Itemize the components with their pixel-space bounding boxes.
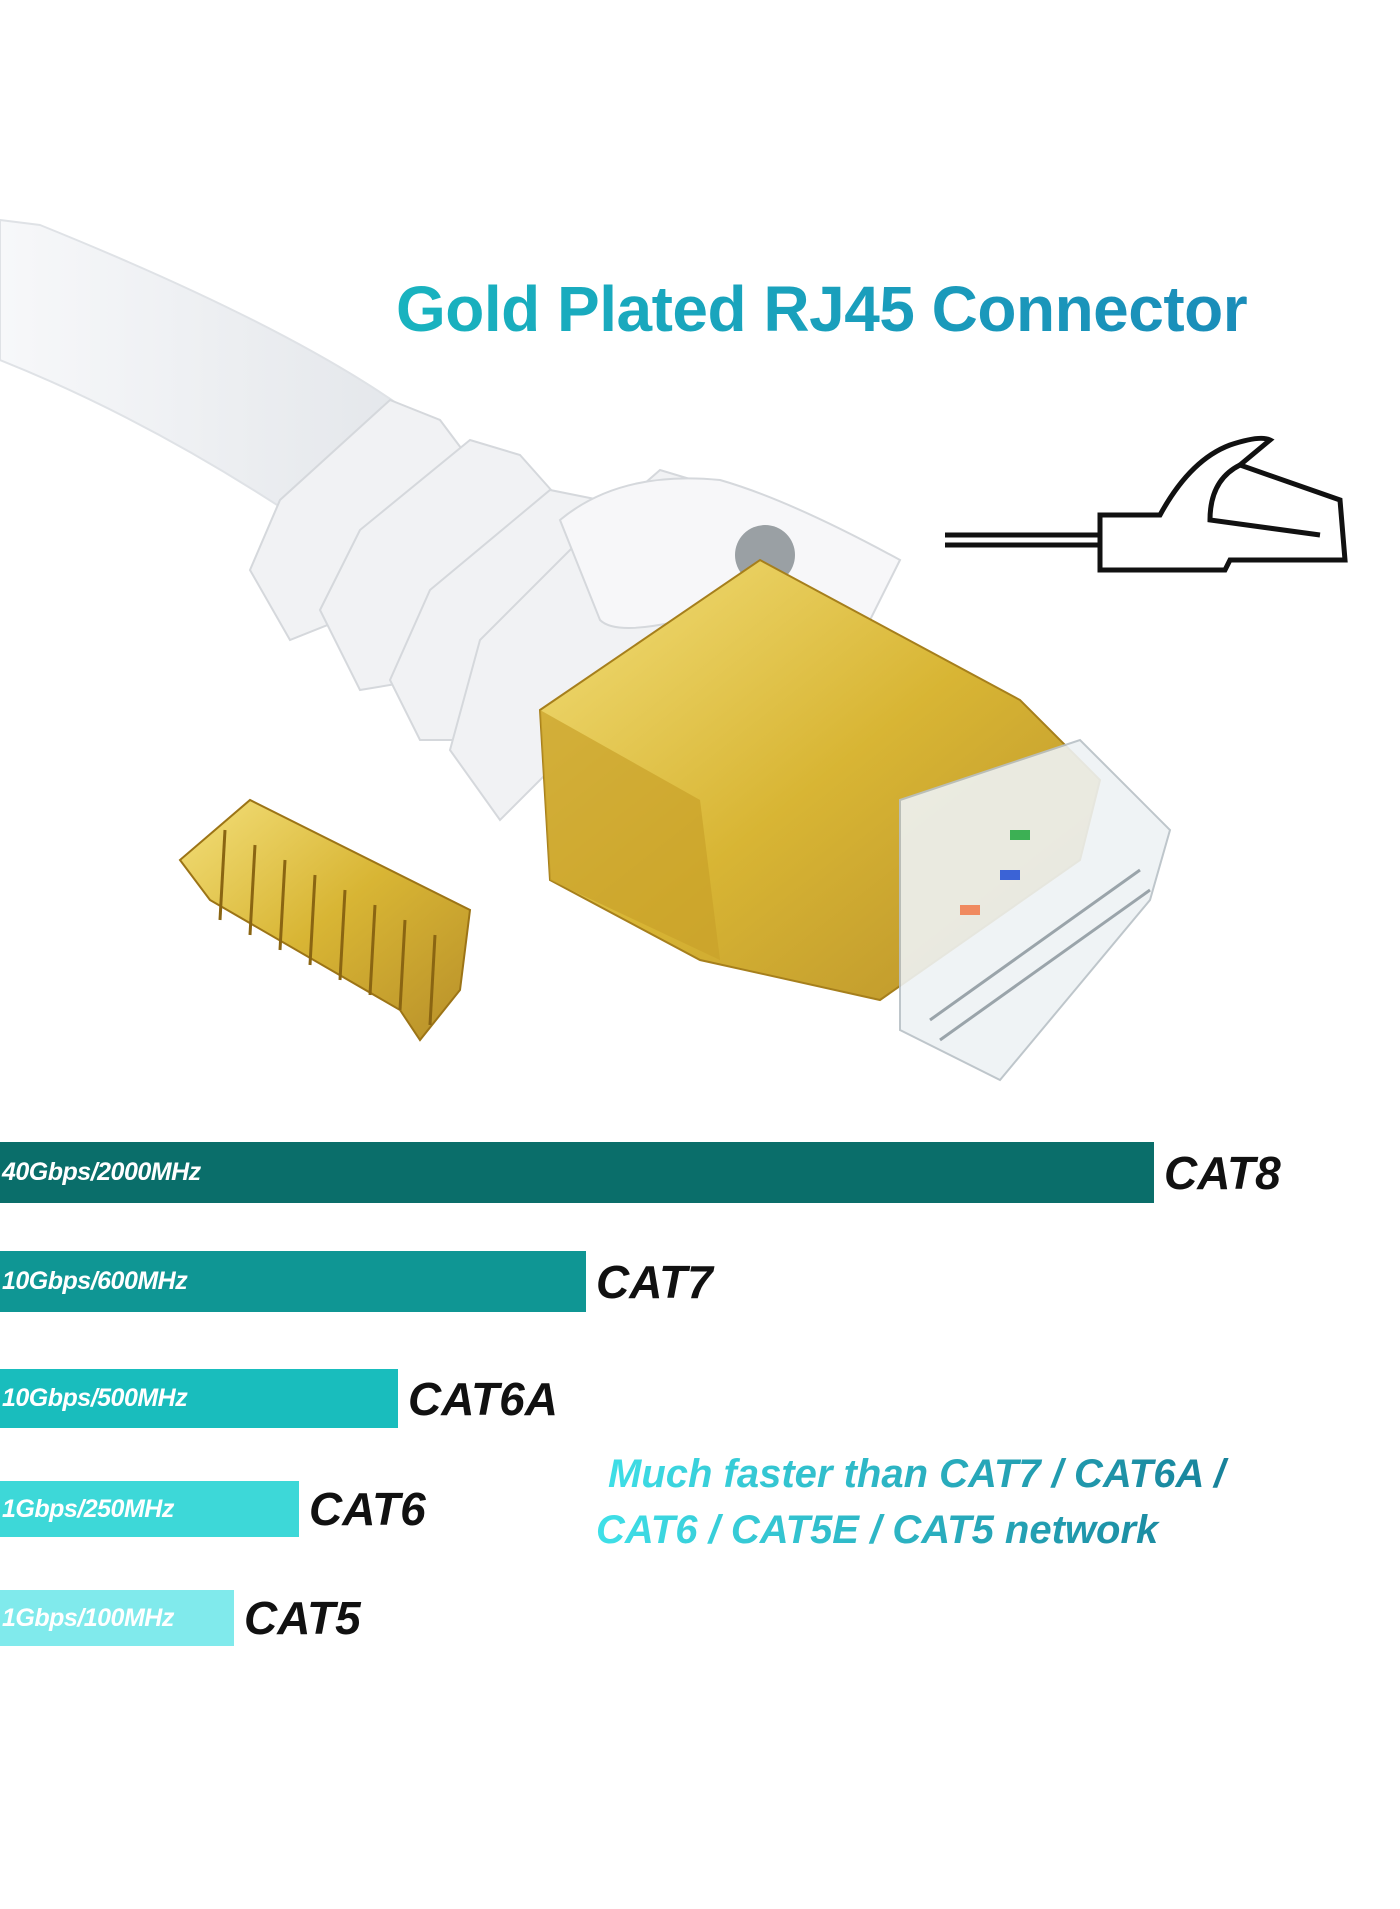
rj45-plug-outline-icon (945, 435, 1348, 573)
bar-category: CAT5 (244, 1592, 361, 1644)
bar-cat6: 1Gbps/250MHz (0, 1481, 299, 1537)
bar-cat6a: 10Gbps/500MHz (0, 1369, 398, 1428)
slogan-line-2: CAT6 / CAT5E / CAT5 network (596, 1508, 1159, 1552)
clear-plug-tip (899, 738, 1172, 1082)
bar-cat8: 40Gbps/2000MHz (0, 1142, 1154, 1203)
bar-cat7: 10Gbps/600MHz (0, 1251, 586, 1312)
bar-row-cat8: 40Gbps/2000MHz CAT8 (0, 1142, 1281, 1203)
bar-row-cat6: 1Gbps/250MHz CAT6 (0, 1481, 426, 1537)
bar-spec: 1Gbps/100MHz (2, 1603, 174, 1632)
bar-spec: 10Gbps/600MHz (2, 1267, 188, 1295)
bar-category: CAT6A (408, 1372, 558, 1425)
gold-contact-strip (178, 798, 472, 1042)
bar-spec: 10Gbps/500MHz (2, 1384, 188, 1412)
speed-slogan: Much faster than CAT7 / CAT6A / CAT6 / C… (596, 1446, 1356, 1558)
connector-boot (248, 398, 902, 822)
bar-category: CAT7 (596, 1255, 713, 1308)
bar-spec: 1Gbps/250MHz (2, 1494, 174, 1523)
bar-row-cat7: 10Gbps/600MHz CAT7 (0, 1251, 713, 1312)
headline: Gold Plated RJ45 Connector (396, 272, 1396, 346)
bar-cat5: 1Gbps/100MHz (0, 1590, 234, 1646)
cable-illustration (0, 218, 1348, 1082)
bar-row-cat5: 1Gbps/100MHz CAT5 (0, 1590, 361, 1646)
bar-spec: 40Gbps/2000MHz (2, 1158, 201, 1186)
slogan-line-1: Much faster than CAT7 / CAT6A / (608, 1452, 1226, 1496)
bar-category: CAT6 (309, 1483, 426, 1535)
bar-row-cat6a: 10Gbps/500MHz CAT6A (0, 1369, 558, 1428)
bar-category: CAT8 (1164, 1146, 1281, 1199)
